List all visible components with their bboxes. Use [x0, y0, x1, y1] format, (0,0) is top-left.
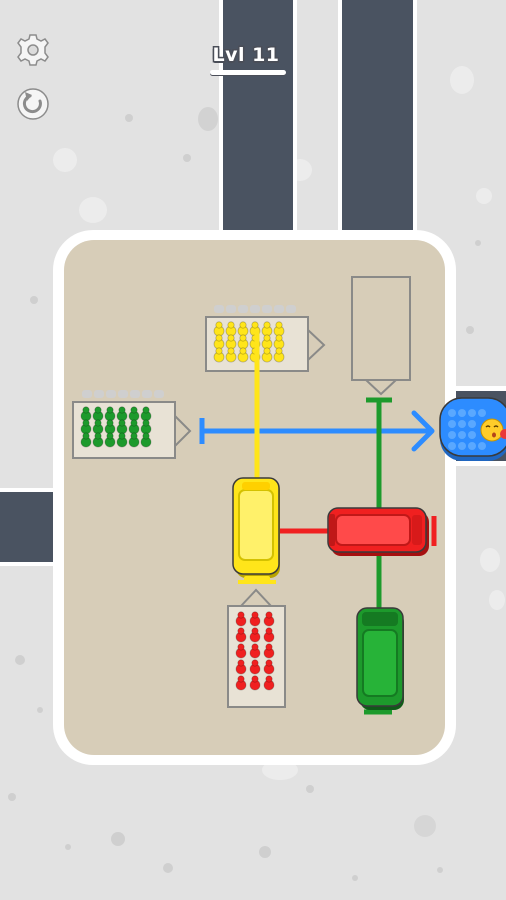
passenger-head-green [94, 432, 102, 440]
passenger-group-green [72, 390, 192, 459]
red-car[interactable] [327, 507, 429, 556]
passenger-head-yellow [227, 334, 235, 342]
passenger-head-red [265, 643, 273, 651]
passenger-head-red [237, 627, 245, 635]
passenger-head-green [142, 419, 150, 427]
passenger-head-yellow [239, 334, 247, 342]
level-label: Lvl 11 [212, 44, 280, 66]
passenger-head-red [251, 611, 259, 619]
gear-icon[interactable] [17, 34, 49, 66]
passenger-head-yellow [215, 334, 223, 342]
passenger-head-red [251, 675, 259, 683]
passenger-head-green [118, 419, 126, 427]
passenger-head-yellow [275, 347, 283, 355]
passenger-head-yellow [227, 347, 235, 355]
passenger-head-yellow [215, 321, 223, 329]
passenger-head-yellow [239, 347, 247, 355]
road-north-left [219, 0, 297, 240]
passenger-head-green [106, 432, 114, 440]
passenger-head-green [94, 419, 102, 427]
passenger-head-yellow [239, 321, 247, 329]
passenger-head-green [106, 419, 114, 427]
passenger-head-yellow [263, 347, 271, 355]
passenger-head-green [82, 406, 90, 414]
passenger-head-green [82, 419, 90, 427]
passenger-head-red [237, 643, 245, 651]
passenger-head-green [142, 406, 150, 414]
passenger-head-yellow [263, 334, 271, 342]
passenger-head-yellow [227, 321, 235, 329]
passenger-head-green [82, 432, 90, 440]
passenger-head-green [118, 432, 126, 440]
yellow-passengers [213, 321, 285, 363]
passenger-head-red [251, 643, 259, 651]
passenger-head-green [94, 406, 102, 414]
road-west [0, 488, 60, 566]
green-passengers [80, 406, 152, 448]
passenger-head-green [130, 432, 138, 440]
passenger-head-red [237, 659, 245, 667]
passenger-head-green [142, 432, 150, 440]
passenger-head-green [130, 406, 138, 414]
passenger-head-red [237, 675, 245, 683]
blue-boat[interactable] [439, 397, 506, 461]
passenger-group-red [227, 588, 286, 708]
passenger-head-red [265, 611, 273, 619]
restart-icon[interactable] [17, 88, 49, 120]
passenger-head-red [251, 659, 259, 667]
passenger-head-yellow [215, 347, 223, 355]
passenger-head-red [237, 611, 245, 619]
passenger-head-yellow [275, 334, 283, 342]
passenger-head-red [251, 627, 259, 635]
passenger-head-yellow [275, 321, 283, 329]
passenger-head-green [106, 406, 114, 414]
passenger-head-green [130, 419, 138, 427]
emoji-face-icon [480, 418, 504, 442]
level-progress-bar [210, 70, 286, 75]
red-passengers [235, 611, 275, 691]
passenger-head-red [265, 659, 273, 667]
passenger-head-yellow [263, 321, 271, 329]
passenger-head-yellow [251, 321, 259, 329]
passenger-head-green [118, 406, 126, 414]
yellow-car[interactable] [232, 477, 280, 584]
road-north-right [338, 0, 417, 240]
green-car[interactable] [356, 607, 404, 710]
empty-dock [351, 276, 411, 396]
passenger-head-red [265, 627, 273, 635]
passenger-head-red [265, 675, 273, 683]
